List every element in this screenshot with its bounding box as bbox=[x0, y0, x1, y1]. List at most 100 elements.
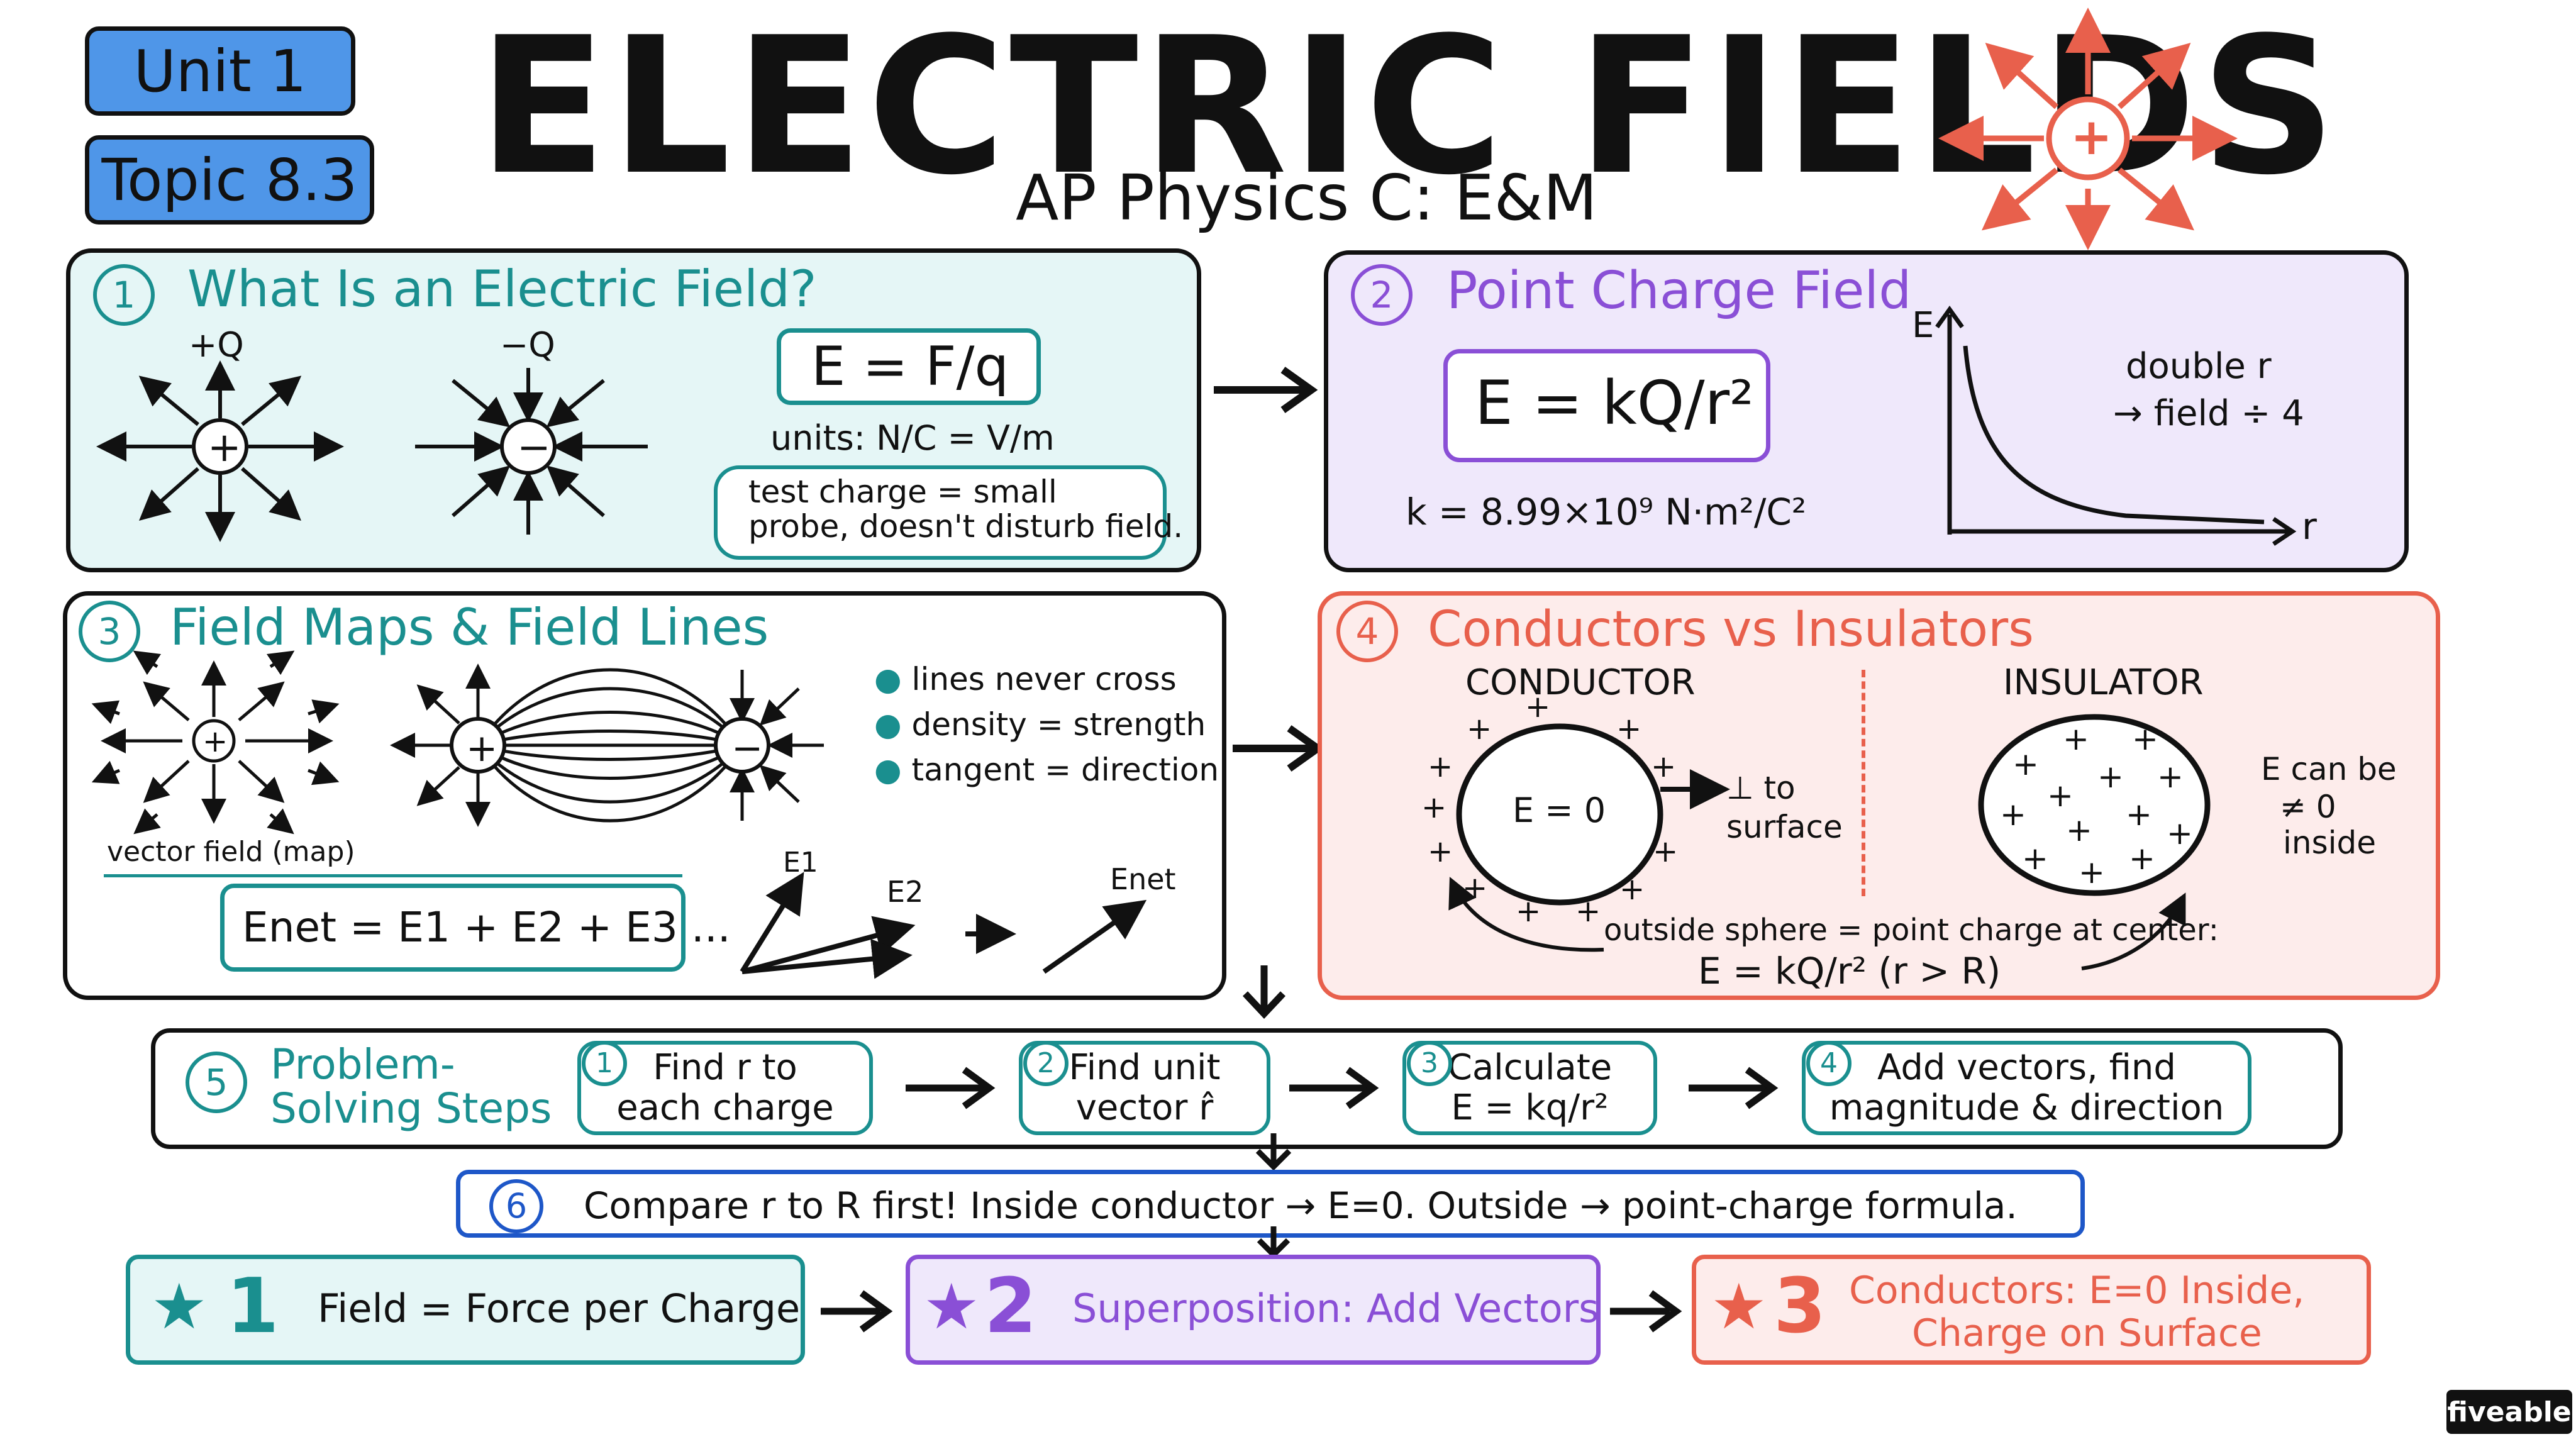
surface-plus: + bbox=[1516, 894, 1541, 929]
rule-bullet-2: ● density = strength bbox=[874, 706, 1206, 743]
step-arrow bbox=[1689, 1067, 1779, 1109]
field-units: units: N/C = V/m bbox=[770, 418, 1055, 458]
key-point-1 bbox=[126, 1255, 805, 1365]
surface-plus: + bbox=[1428, 749, 1453, 784]
volume-plus: + bbox=[2047, 777, 2074, 814]
conductor-sphere bbox=[1448, 723, 1730, 952]
section3-number: 3 bbox=[79, 601, 140, 662]
dipole-plus-sign: + bbox=[466, 726, 498, 770]
unit-badge: Unit 1 bbox=[85, 26, 355, 116]
flow-arrow-3-to-4 bbox=[1233, 725, 1324, 772]
graph-x-axis-label: r bbox=[2302, 505, 2317, 548]
flow-arrow-down-6 bbox=[1255, 1133, 1292, 1171]
section4-number: 4 bbox=[1336, 601, 1398, 662]
volume-plus: + bbox=[2129, 840, 2155, 877]
surface-plus: + bbox=[1467, 711, 1492, 747]
key-arrow-1-2 bbox=[821, 1290, 893, 1333]
fiveable-watermark: fiveable bbox=[2446, 1390, 2572, 1434]
insulator-label: INSULATOR bbox=[2003, 662, 2204, 703]
conductor-label: CONDUCTOR bbox=[1465, 662, 1696, 703]
key-point-3-star: ★ bbox=[1711, 1270, 1767, 1343]
test-charge-note-bubble bbox=[714, 465, 1167, 560]
insulator-note-line1: E can be bbox=[2261, 751, 2397, 787]
graph-y-axis-label: E bbox=[1912, 305, 1935, 346]
dipole-field-lines bbox=[390, 663, 824, 827]
insulator-volume-charges: + + + + + + + + + + + + + bbox=[1975, 711, 2214, 899]
insulator-sphere bbox=[1978, 714, 2211, 970]
section4-title: Conductors vs Insulators bbox=[1428, 601, 2034, 658]
surface-plus: + bbox=[1575, 894, 1601, 929]
neg-charge-label: −Q bbox=[500, 325, 555, 365]
step-2-number: 2 bbox=[1023, 1041, 1069, 1086]
divider-dashed bbox=[1862, 670, 1865, 896]
neg-charge-sign: − bbox=[517, 425, 551, 471]
outside-sphere-note: outside sphere = point charge at center: bbox=[1604, 913, 2219, 948]
volume-plus: + bbox=[2022, 840, 2048, 877]
key-point-2 bbox=[906, 1255, 1601, 1365]
pos-charge-sign: + bbox=[208, 425, 242, 471]
section6-text: Compare r to R first! Inside conductor →… bbox=[584, 1184, 2018, 1227]
outside-sphere-formula: E = kQ/r² (r > R) bbox=[1698, 950, 2001, 992]
superposition-formula: Enet = E1 + E2 + E3 ... bbox=[242, 903, 731, 952]
surface-plus: + bbox=[1525, 689, 1551, 724]
surface-plus: + bbox=[1421, 790, 1447, 825]
inverse-square-note-line1: double r bbox=[2126, 346, 2272, 387]
field-definition-box bbox=[777, 328, 1041, 405]
inverse-square-graph bbox=[1935, 305, 2297, 546]
flow-arrow-1-to-2 bbox=[1214, 367, 1318, 413]
vector-addition-diagram bbox=[740, 872, 1147, 979]
coulomb-constant: k = 8.99×10⁹ N·m²/C² bbox=[1406, 491, 1807, 533]
section2-title: Point Charge Field bbox=[1446, 261, 1912, 321]
step-1-number: 1 bbox=[582, 1041, 627, 1086]
volume-plus: + bbox=[2157, 758, 2184, 795]
volume-plus: + bbox=[2167, 815, 2193, 852]
radiating-plus-sign: + bbox=[2070, 108, 2113, 166]
surface-plus: + bbox=[1428, 834, 1453, 869]
perpendicular-note-line1: ⊥ to bbox=[1726, 770, 1796, 806]
key-point-3-text-line2: Charge on Surface bbox=[1912, 1311, 2262, 1355]
flow-arrow-down-keys bbox=[1257, 1226, 1291, 1259]
vector-enet-label: Enet bbox=[1110, 862, 1176, 896]
key-point-1-number: 1 bbox=[226, 1263, 279, 1350]
key-arrow-2-3 bbox=[1610, 1290, 1682, 1333]
section-problem-solving bbox=[151, 1028, 2343, 1149]
dipole-minus-sign: − bbox=[731, 726, 763, 770]
charge-field-arrows bbox=[96, 360, 648, 542]
volume-plus: + bbox=[2063, 721, 2089, 757]
key-point-1-star: ★ bbox=[151, 1270, 208, 1343]
vector-e1-label: E1 bbox=[783, 847, 818, 879]
section1-title: What Is an Electric Field? bbox=[187, 260, 817, 318]
perpendicular-note-line2: surface bbox=[1726, 809, 1843, 845]
vector-map-underline bbox=[104, 874, 682, 877]
volume-plus: + bbox=[2012, 746, 2039, 782]
step-4-number: 4 bbox=[1806, 1041, 1852, 1086]
insulator-note-line3: inside bbox=[2283, 824, 2377, 861]
page-subtitle: AP Physics C: E&M bbox=[1016, 161, 1597, 235]
vector-e2-label: E2 bbox=[887, 875, 924, 909]
vector-map-plus-sign: + bbox=[203, 724, 228, 759]
surface-plus: + bbox=[1462, 870, 1488, 906]
section5-title-line1: Problem- bbox=[270, 1040, 455, 1089]
surface-plus: + bbox=[1616, 711, 1642, 747]
volume-plus: + bbox=[2066, 812, 2092, 848]
volume-plus: + bbox=[2126, 796, 2152, 833]
test-charge-note-line1: test charge = small bbox=[748, 474, 1057, 510]
rule-bullet-1: ● lines never cross bbox=[874, 661, 1177, 697]
section-compare-banner bbox=[456, 1170, 2085, 1238]
step-arrow bbox=[906, 1067, 996, 1109]
key-point-3-text-line1: Conductors: E=0 Inside, bbox=[1849, 1269, 2305, 1313]
section1-number: 1 bbox=[93, 264, 155, 326]
key-point-2-number: 2 bbox=[984, 1263, 1037, 1350]
volume-plus: + bbox=[2097, 758, 2124, 795]
pos-charge-label: +Q bbox=[189, 325, 244, 365]
vector-map-caption: vector field (map) bbox=[107, 836, 355, 868]
test-charge-note-line2: probe, doesn't disturb field. bbox=[748, 508, 1184, 545]
section6-number: 6 bbox=[489, 1179, 543, 1233]
flow-arrow-down-5 bbox=[1242, 965, 1286, 1019]
key-point-2-text: Superposition: Add Vectors bbox=[1072, 1285, 1599, 1331]
superposition-box bbox=[220, 884, 686, 972]
